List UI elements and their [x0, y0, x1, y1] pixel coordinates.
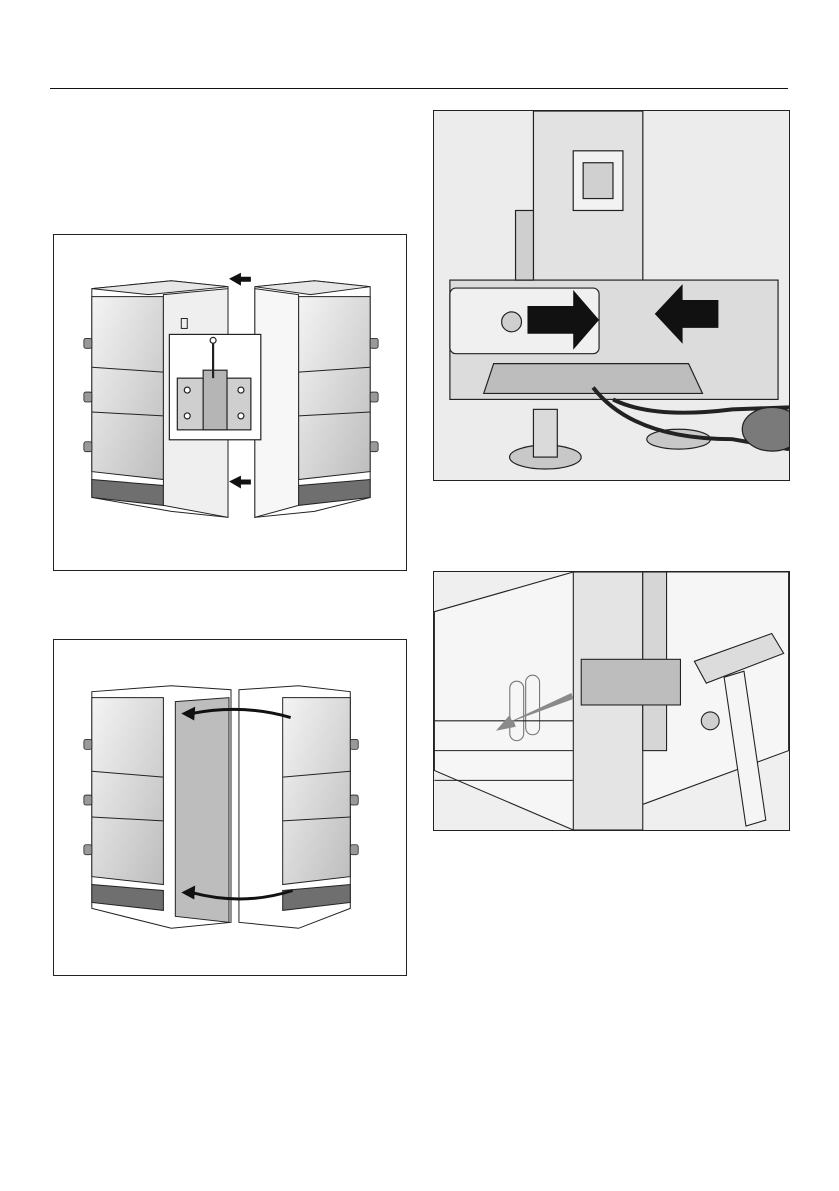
hinge-removal-drawing — [54, 235, 406, 570]
hammer-tap-drawing — [434, 572, 789, 830]
illustration-door-swap — [53, 639, 407, 976]
hinge-detail-inset — [169, 334, 260, 439]
right-cabinet — [255, 281, 370, 518]
illustration-foot-bracket — [433, 110, 790, 481]
foot-bracket-drawing — [434, 111, 789, 480]
illustration-hinge-removal — [53, 234, 407, 571]
left-cabinet — [92, 686, 231, 929]
header-rule — [50, 88, 788, 89]
right-cabinet — [239, 686, 350, 929]
illustration-hammer-tap — [433, 571, 790, 831]
door-swap-drawing — [54, 640, 406, 975]
